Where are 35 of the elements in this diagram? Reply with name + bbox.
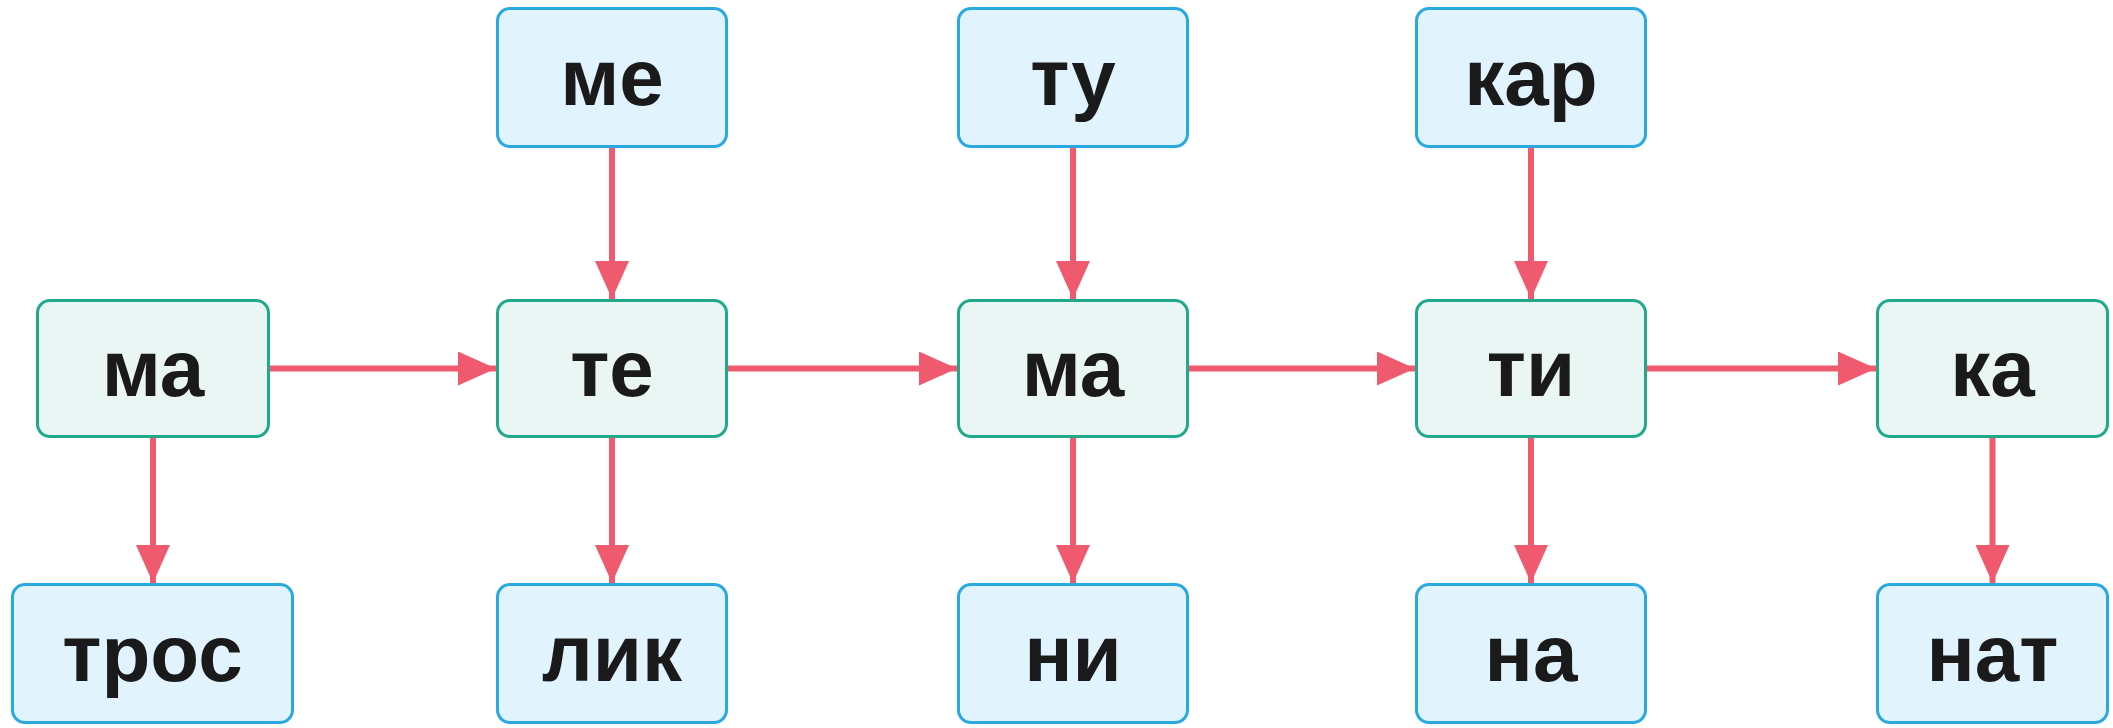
syllable-text: ни — [1024, 613, 1122, 694]
syllable-box — [1876, 583, 2109, 724]
arrow — [1975, 438, 2010, 583]
syllable-text: нат — [1926, 613, 2059, 694]
syllable-text: лик — [541, 613, 682, 694]
syllable-box — [496, 299, 728, 438]
arrow — [1056, 438, 1090, 583]
arrow — [1056, 148, 1090, 299]
syllable-text: те — [570, 328, 654, 409]
syllable-text: на — [1484, 613, 1578, 694]
syllable-box — [11, 583, 294, 724]
syllable-text: ти — [1486, 328, 1576, 409]
syllable-text: ме — [560, 37, 664, 118]
syllable-box — [496, 583, 728, 724]
syllable-box — [36, 299, 270, 438]
arrow — [1647, 351, 1876, 386]
syllable-box — [1415, 583, 1647, 724]
syllable-box — [1876, 299, 2109, 438]
arrow — [595, 148, 629, 299]
arrow — [136, 438, 170, 583]
arrow — [1514, 148, 1548, 299]
arrow — [595, 438, 629, 583]
syllable-text: ка — [1950, 328, 2035, 409]
arrow — [1514, 438, 1548, 583]
syllable-text: ма — [101, 328, 205, 409]
syllable-box — [957, 583, 1189, 724]
arrow — [1189, 351, 1415, 386]
syllable-box — [957, 7, 1189, 148]
syllable-box — [1415, 7, 1647, 148]
syllable-box — [957, 299, 1189, 438]
arrow — [728, 351, 957, 386]
syllable-box — [496, 7, 728, 148]
arrow — [270, 351, 496, 386]
syllable-box — [1415, 299, 1647, 438]
syllable-text: ма — [1021, 328, 1125, 409]
